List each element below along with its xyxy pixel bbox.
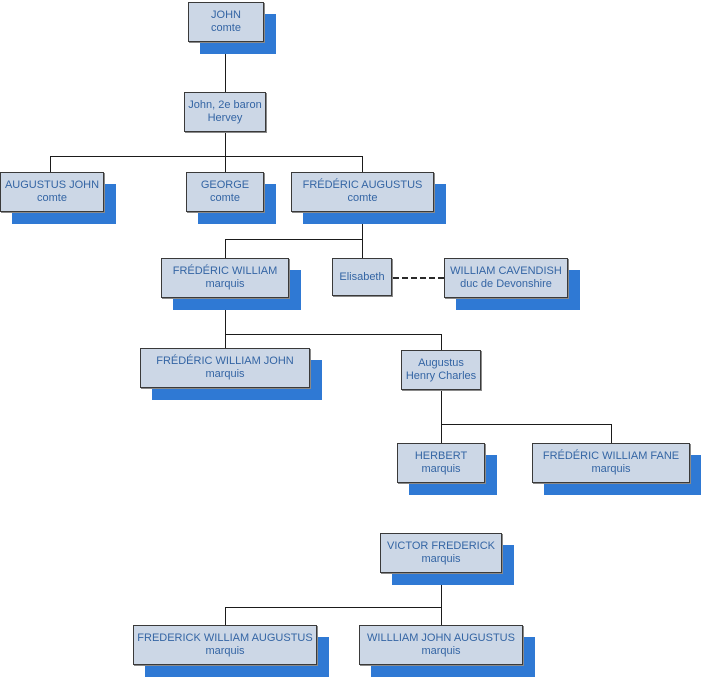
- connector-gen3-bus: [50, 156, 363, 157]
- connector-gen8-bus: [225, 607, 442, 608]
- node-title: comte: [37, 192, 67, 204]
- node-name: JOHN: [211, 9, 241, 22]
- node-title: marquis: [205, 278, 245, 290]
- connector-john2e-down: [225, 132, 226, 156]
- node-title: marquis: [421, 553, 461, 565]
- connector-bus-to-herbert: [441, 424, 442, 443]
- node-title: marquis: [591, 463, 631, 475]
- connector-augustus-hc-down: [441, 390, 442, 424]
- node-name: AUGUSTUS JOHN: [4, 179, 100, 192]
- connector-bus-to-frederic-aug: [362, 156, 363, 172]
- connector-gen4-bus: [225, 239, 363, 240]
- node-name: WILLIAM CAVENDISH: [450, 265, 562, 278]
- node-name: FREDERICK WILLIAM AUGUSTUS: [137, 632, 313, 645]
- connector-bus-to-augustus-john: [50, 156, 51, 172]
- node-title: marquis: [421, 463, 461, 475]
- node-name: FRÉDÉRIC WILLIAM FANE: [542, 450, 680, 463]
- connector-frederic-aug-down: [362, 212, 363, 239]
- node-name: HERBERT: [414, 450, 468, 463]
- node-title: comte: [210, 192, 240, 204]
- node-name: FRÉDÉRIC AUGUSTUS: [302, 179, 423, 192]
- node-name: VICTOR FREDERICK: [387, 540, 495, 553]
- node-title: marquis: [205, 368, 245, 380]
- node-title: Henry Charles: [405, 370, 477, 382]
- connector-victor-down: [441, 573, 442, 607]
- node-name: FRÉDÉRIC WILLIAM: [172, 265, 278, 278]
- connector-bus-to-fwa: [225, 607, 226, 625]
- connector-bus-to-augustus-hc: [441, 334, 442, 350]
- node-title: comte: [347, 192, 378, 204]
- node-name: FRÉDÉRIC WILLIAM JOHN: [156, 355, 294, 368]
- connector-gen5-bus: [225, 334, 442, 335]
- connector-bus-to-fwj: [225, 334, 226, 348]
- connector-frederic-will-down: [225, 298, 226, 334]
- marriage-connector-elisabeth-marriage-cavendish: [393, 277, 444, 279]
- connector-john-to-john2e: [225, 42, 226, 92]
- node-name: Elisabeth: [339, 270, 385, 283]
- node-title: marquis: [205, 645, 245, 657]
- connector-gen6-bus: [441, 424, 611, 425]
- node-title: comte: [211, 22, 241, 34]
- connector-bus-to-wja: [441, 607, 442, 625]
- connector-frederic-aug-to-elisabeth: [362, 239, 363, 258]
- node-name: WILLLIAM JOHN AUGUSTUS: [367, 632, 515, 645]
- connector-bus-to-fw-fane: [611, 424, 612, 443]
- node-name: Augustus: [418, 357, 464, 370]
- node-name: John, 2e baron: [188, 99, 262, 112]
- node-elisabeth[interactable]: Elisabeth: [332, 258, 392, 296]
- node-title: Hervey: [207, 112, 243, 124]
- node-title: duc de Devonshire: [460, 278, 552, 290]
- node-name: GEORGE: [200, 179, 250, 192]
- connector-bus-to-frederic-will: [225, 239, 226, 258]
- node-title: marquis: [421, 645, 461, 657]
- connector-bus-to-george: [225, 156, 226, 172]
